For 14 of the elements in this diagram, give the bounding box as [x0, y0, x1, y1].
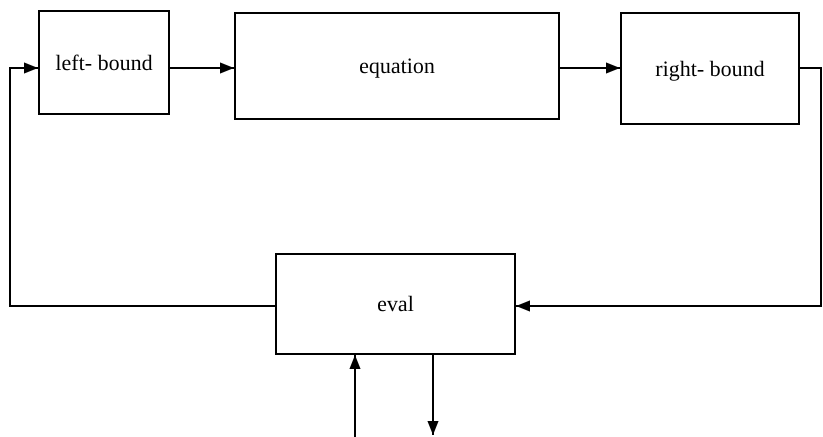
- process-box: [620, 12, 800, 125]
- box-label: left- bound: [55, 50, 153, 74]
- box-label: equation: [359, 54, 435, 78]
- arrow: [9, 62, 275, 307]
- arrow: [349, 355, 361, 437]
- box-label: eval: [377, 292, 414, 316]
- arrow: [516, 67, 822, 312]
- arrow: [560, 62, 620, 74]
- process-box: [275, 253, 516, 355]
- arrow: [427, 355, 439, 435]
- box-label: right- bound: [655, 56, 765, 80]
- arrow: [170, 62, 234, 74]
- process-box: [234, 12, 560, 120]
- process-box: [38, 10, 170, 115]
